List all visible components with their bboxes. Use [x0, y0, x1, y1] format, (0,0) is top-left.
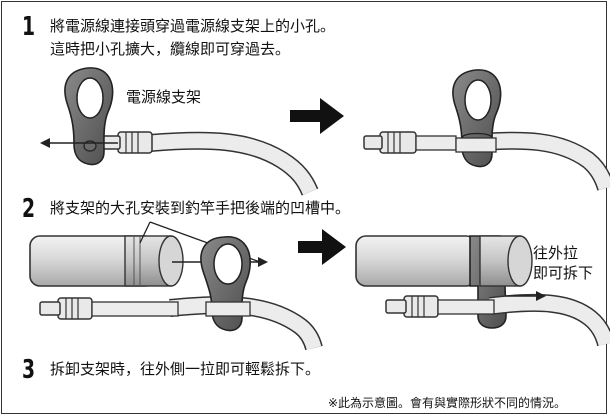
step1-right-illustration	[363, 69, 610, 191]
pull-out-label-2: 即可拆下	[533, 264, 594, 282]
step2-right-illustration	[355, 235, 610, 347]
step-1-number: 1	[22, 12, 36, 42]
arrow-icon-step1	[290, 98, 344, 134]
arrow-icon-step2	[298, 229, 346, 265]
pull-out-label-1: 往外拉	[533, 244, 579, 262]
cord-holder-label: 電源線支架	[126, 88, 202, 106]
step-3-number: 3	[22, 355, 36, 385]
step-1-line-2: 這時把小孔擴大，纜線即可穿過去。	[50, 40, 291, 58]
step-1-line-1: 將電源線連接頭穿過電源線支架上的小孔。	[50, 17, 336, 35]
step1-left-illustration	[40, 67, 319, 196]
step2-left-illustration	[29, 221, 323, 351]
step-3-line-1: 拆卸支架時，往外側一拉即可輕鬆拆下。	[50, 360, 321, 378]
disclaimer-note: ※此為示意圖。會有與實際形狀不同的情況。	[328, 396, 567, 410]
step-2-line-1: 將支架的大孔安裝到釣竿手把後端的凹槽中。	[50, 199, 351, 217]
step-2-number: 2	[22, 194, 36, 224]
